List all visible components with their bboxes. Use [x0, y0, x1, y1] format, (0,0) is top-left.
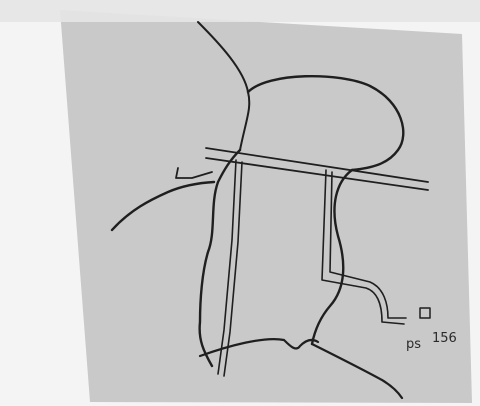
annotation-label-right: 156 — [432, 331, 457, 346]
annotation-label-left: ps — [406, 337, 421, 352]
top-blur — [0, 0, 480, 22]
